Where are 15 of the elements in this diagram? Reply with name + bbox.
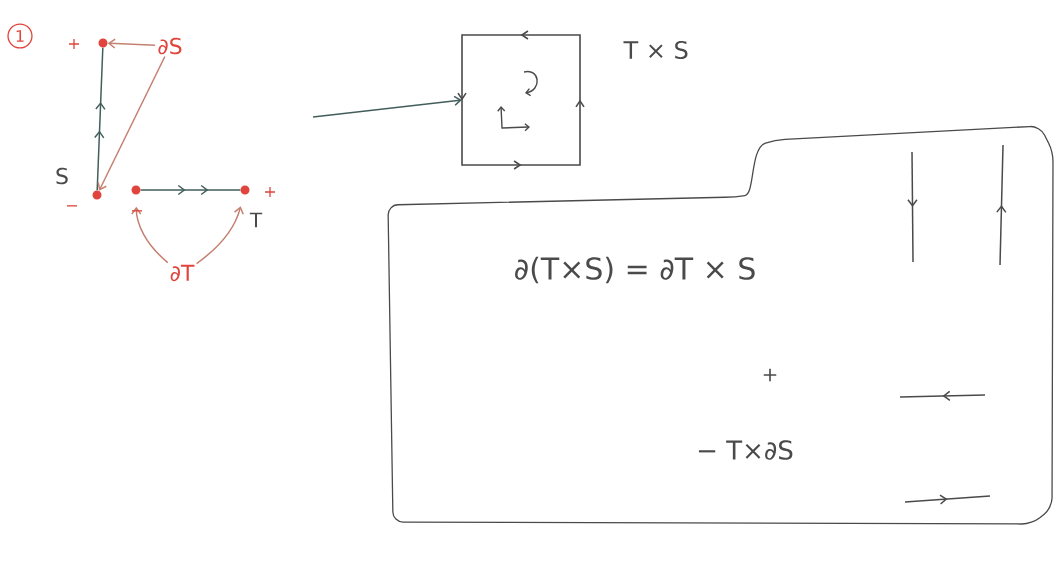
axis-label: S bbox=[56, 167, 68, 185]
arrow bbox=[107, 38, 156, 49]
axis-label: T bbox=[249, 212, 263, 228]
boundary-label: ∂T bbox=[170, 264, 195, 282]
arrow bbox=[312, 95, 462, 118]
arrow bbox=[195, 206, 244, 265]
node-label: T × S bbox=[623, 40, 688, 60]
arrow bbox=[97, 55, 166, 191]
sign-label: + bbox=[265, 187, 275, 197]
sign-label: + bbox=[69, 39, 79, 49]
sign-label: − bbox=[67, 205, 77, 207]
boundary-label: ∂S bbox=[158, 37, 182, 55]
sign-label: − bbox=[132, 210, 142, 212]
arrow bbox=[131, 206, 169, 264]
callout-number: 1 bbox=[7, 23, 33, 49]
